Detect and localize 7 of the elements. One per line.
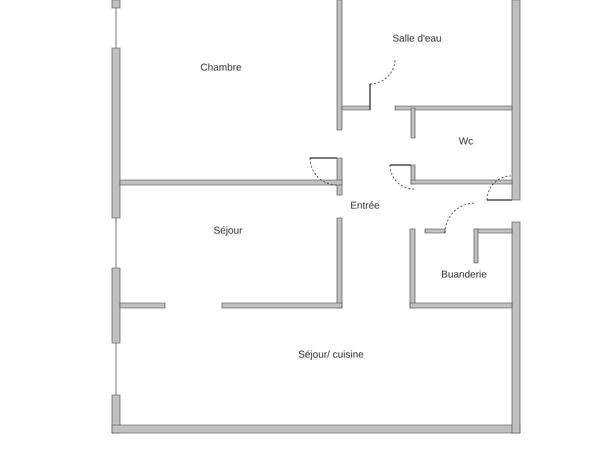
room-label: Chambre [200,63,242,71]
room-label: Salle d'eau [392,34,441,42]
room-label: Entrée [351,201,380,209]
room-label: Séjour/ cuisine [298,350,364,360]
room-label: Buanderie [442,270,486,278]
room-label: Séjour [214,226,242,236]
room-label: Wc [458,138,473,144]
